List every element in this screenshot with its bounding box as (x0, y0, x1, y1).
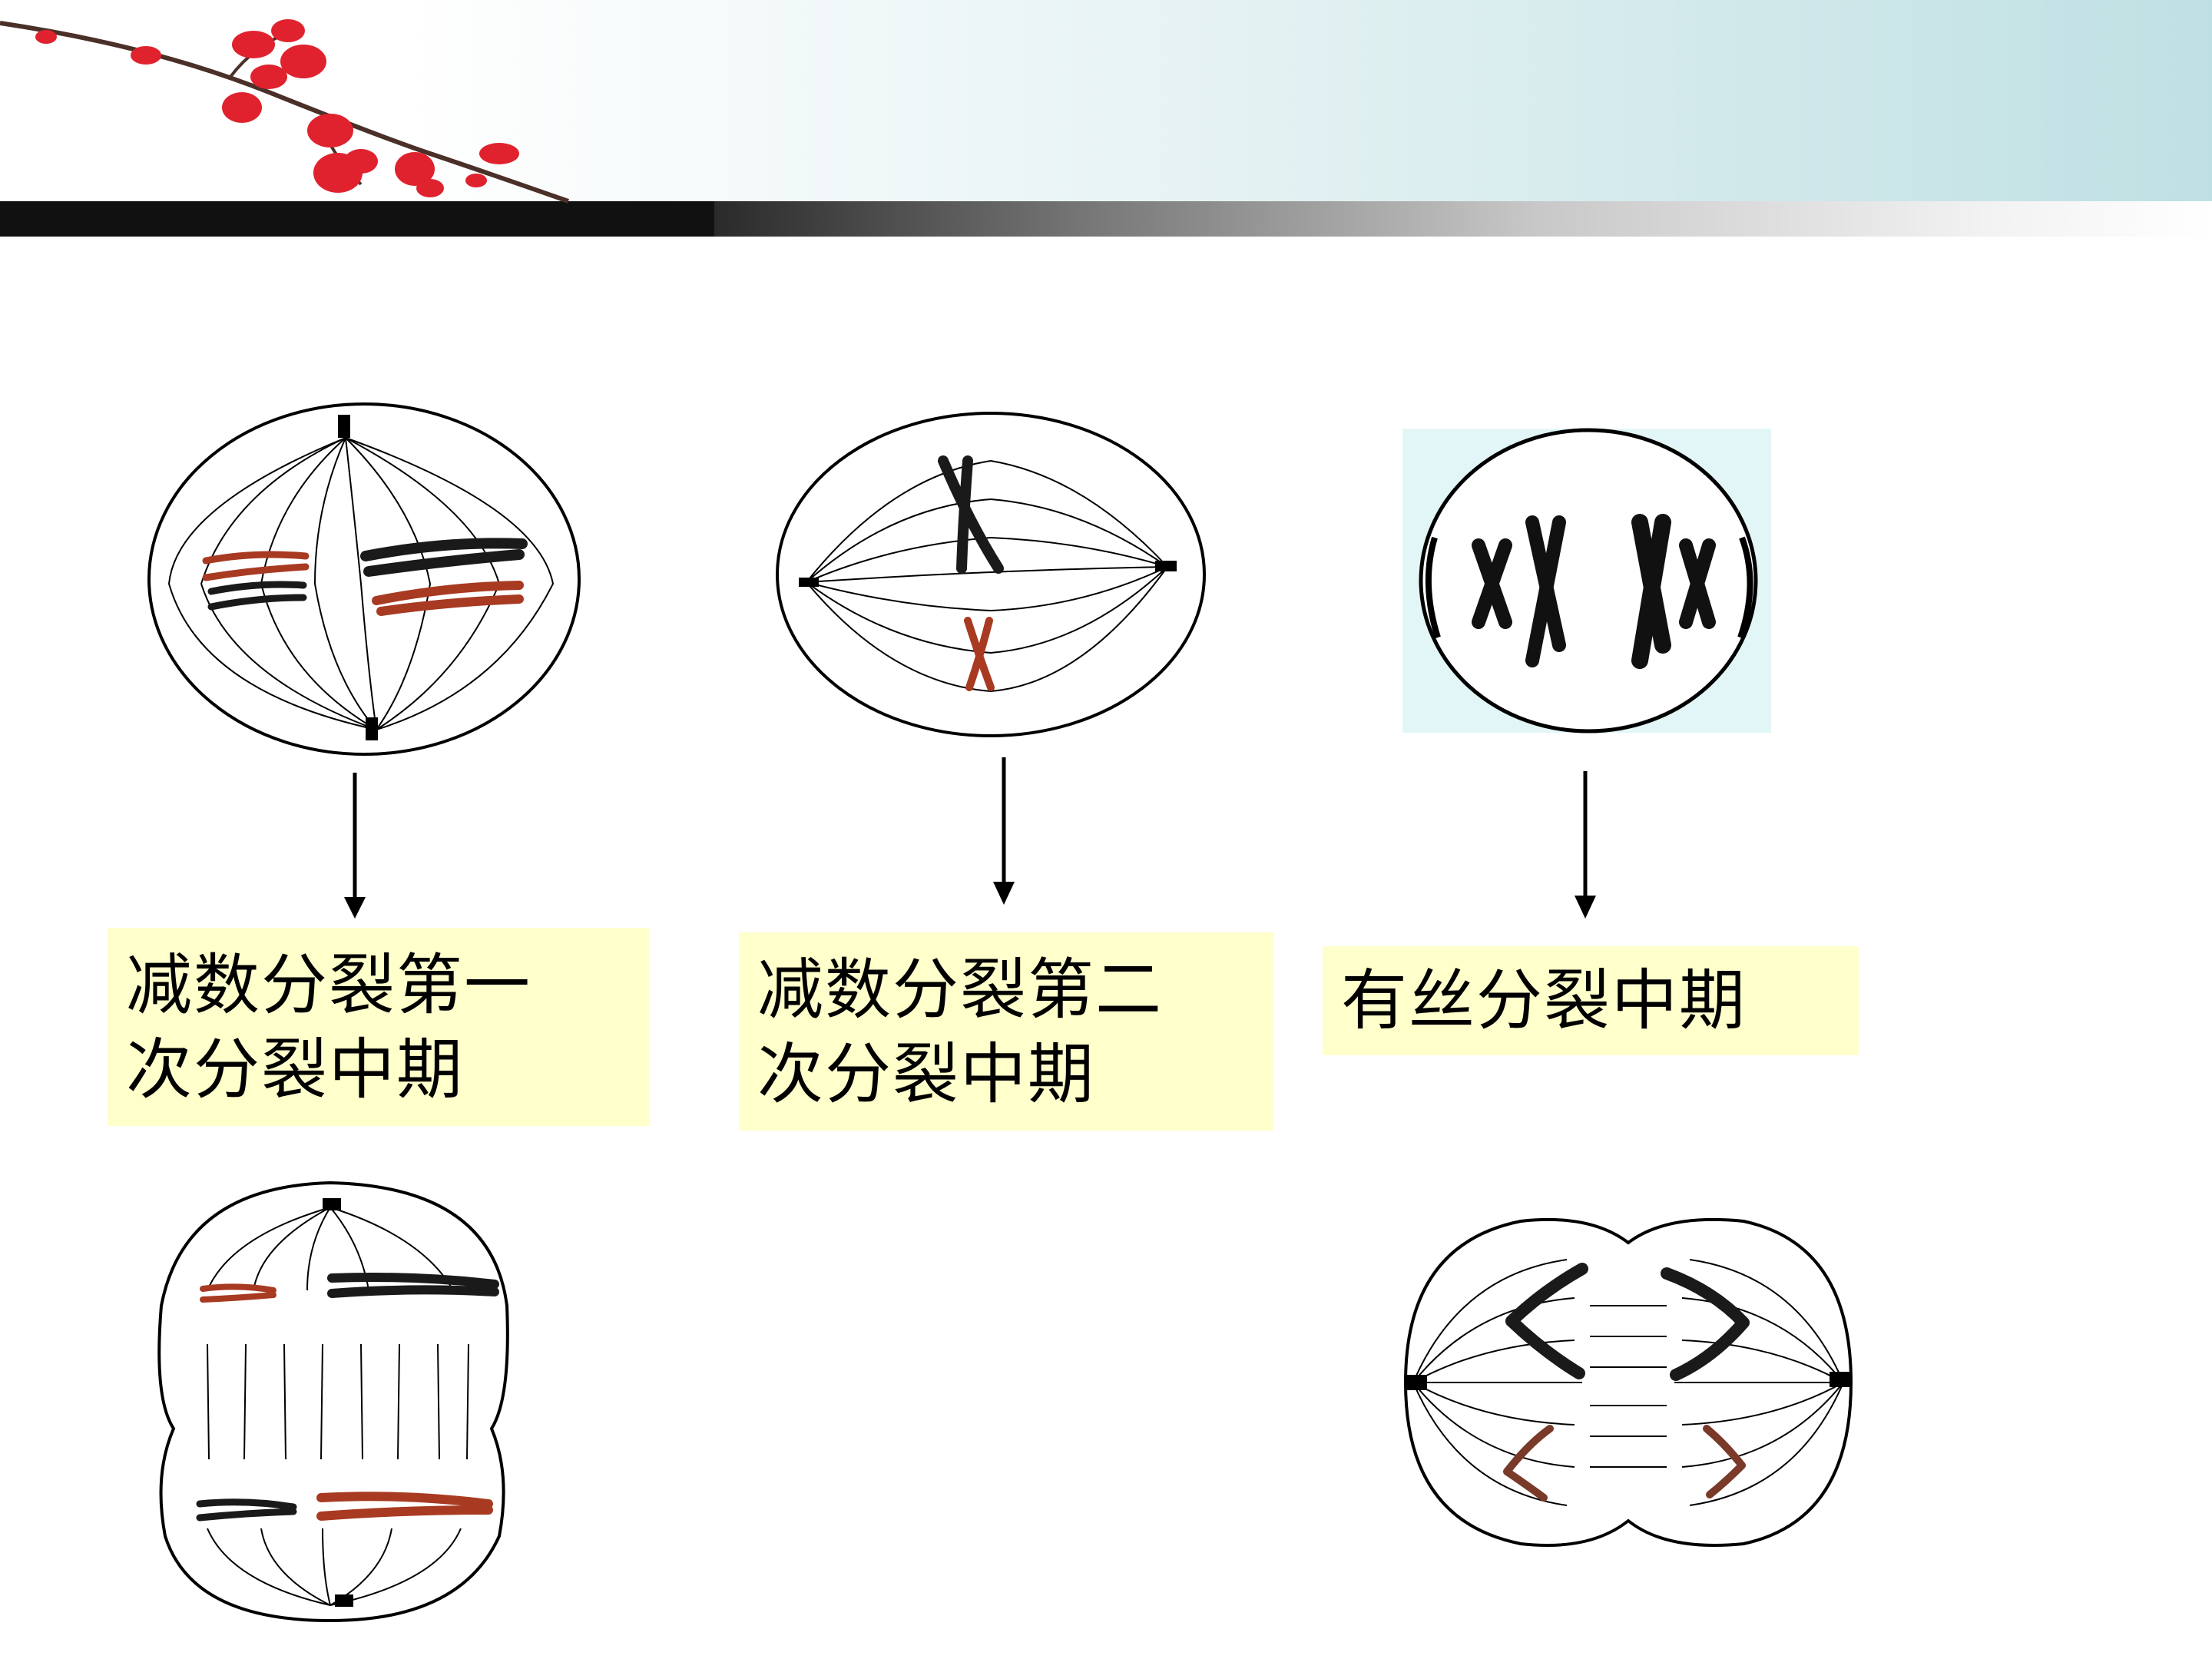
cell-meiosis-2-metaphase (776, 412, 1206, 737)
cell-meiosis-1-metaphase (147, 402, 581, 756)
chromosomes-mitosis (1472, 514, 1716, 669)
blossom-branch-decoration (0, 19, 569, 204)
cell-meiosis-1-anaphase (157, 1181, 509, 1623)
arrow-2 (993, 757, 1015, 905)
chromosomes-meiosis-2 (938, 455, 1004, 691)
chromosomes-meiosis-1 (202, 538, 528, 616)
header-bar-black (0, 201, 714, 237)
header-bar-gradient (714, 201, 2212, 237)
label-meiosis-1-metaphase: 减数分裂第一 次分裂中期 (108, 928, 650, 1126)
chromosomes-meiosis-1-anaphase (196, 1273, 499, 1522)
arrow-3 (1575, 771, 1596, 919)
label-meiosis-2-metaphase: 减数分裂第二 次分裂中期 (739, 932, 1273, 1131)
arrow-1 (344, 773, 366, 919)
label-mitosis-metaphase: 有丝分裂中期 (1323, 946, 1859, 1055)
chromosomes-mitosis-anaphase (1503, 1263, 1750, 1502)
cell-mitosis-anaphase (1403, 1217, 1853, 1547)
cell-mitosis-metaphase (1402, 428, 1771, 733)
